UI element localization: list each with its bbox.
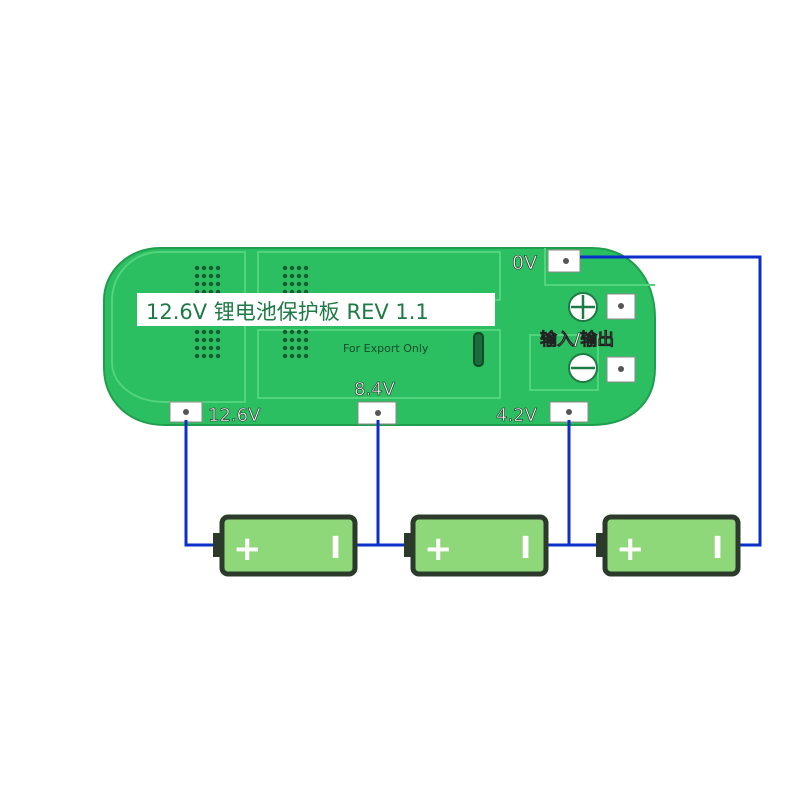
minus-terminal-symbol — [568, 353, 598, 383]
battery-1-plus: + — [233, 529, 262, 569]
via-hole — [296, 337, 302, 343]
via-hole — [194, 353, 200, 359]
via-hole — [289, 329, 295, 335]
via-hole — [282, 281, 288, 287]
via-hole — [201, 329, 207, 335]
battery-1-minus: I — [330, 531, 341, 566]
via-hole — [303, 273, 309, 279]
via-hole — [282, 273, 288, 279]
via-hole — [303, 281, 309, 287]
via-hole — [201, 265, 207, 271]
via-hole — [289, 345, 295, 351]
battery-3-minus: I — [712, 531, 723, 566]
board-trace-right — [529, 334, 599, 391]
pad-8v4-label: 8.4V — [354, 379, 396, 400]
via-hole — [303, 345, 309, 351]
via-hole — [208, 265, 214, 271]
board-notch — [544, 248, 655, 286]
via-hole — [282, 353, 288, 359]
wire-0v — [580, 255, 762, 547]
via-hole — [296, 329, 302, 335]
via-hole — [194, 265, 200, 271]
wiring — [184, 255, 762, 547]
via-hole — [194, 337, 200, 343]
via-hole — [215, 265, 221, 271]
via-hole — [194, 329, 200, 335]
pad-4v2-label: 4.2V — [496, 405, 538, 426]
via-hole — [215, 281, 221, 287]
via-hole — [303, 329, 309, 335]
via-hole — [194, 273, 200, 279]
via-hole — [208, 353, 214, 359]
board-trace-mid — [257, 251, 501, 399]
via-hole — [282, 265, 288, 271]
battery-2-minus: I — [520, 531, 531, 566]
board-subtitle: For Export Only — [343, 342, 429, 355]
board-body — [103, 247, 656, 426]
wire-12v6 — [184, 420, 218, 547]
via-hole — [201, 281, 207, 287]
via-hole — [289, 337, 295, 343]
via-hole — [201, 337, 207, 343]
via-hole — [208, 281, 214, 287]
via-hole — [296, 345, 302, 351]
via-hole — [282, 337, 288, 343]
board-title: 12.6V 锂电池保护板 REV 1.1 — [146, 300, 429, 324]
pad-12v6 — [169, 401, 203, 423]
via-hole — [289, 265, 295, 271]
via-hole — [208, 345, 214, 351]
via-hole — [201, 273, 207, 279]
battery-cell-1: + I — [213, 514, 358, 577]
io-label: 输入/输出 — [540, 329, 614, 350]
pcb-board: 12.6V 锂电池保护板 REV 1.1 For Export Only 输入/… — [103, 247, 656, 426]
via-hole — [289, 353, 295, 359]
via-hole — [194, 281, 200, 287]
battery-cell-3: + I — [596, 514, 741, 577]
pad-0v-label: 0V — [512, 252, 537, 274]
via-hole — [303, 337, 309, 343]
via-hole — [289, 273, 295, 279]
pad-12v6-label: 12.6V — [208, 405, 261, 426]
pad-plus-out — [606, 293, 636, 320]
via-hole — [215, 337, 221, 343]
board-title-label-bg — [137, 293, 495, 326]
via-hole — [282, 345, 288, 351]
battery-3-plus: + — [616, 529, 645, 569]
via-hole — [208, 273, 214, 279]
board-slot — [473, 332, 484, 367]
via-hole — [303, 265, 309, 271]
via-hole — [201, 345, 207, 351]
via-hole — [208, 329, 214, 335]
via-hole — [201, 353, 207, 359]
via-hole — [215, 273, 221, 279]
pad-4v2 — [549, 401, 589, 423]
via-hole — [215, 329, 221, 335]
via-hole — [296, 353, 302, 359]
plus-terminal-symbol — [568, 292, 598, 322]
via-hole — [194, 345, 200, 351]
pad-minus-out — [606, 356, 636, 383]
battery-cell-2: + I — [404, 514, 549, 577]
via-hole — [303, 353, 309, 359]
via-hole — [215, 353, 221, 359]
via-hole — [296, 273, 302, 279]
battery-2-plus: + — [424, 529, 453, 569]
via-hole — [296, 265, 302, 271]
via-hole — [282, 329, 288, 335]
via-hole — [215, 345, 221, 351]
pad-0v — [547, 249, 581, 273]
via-hole — [208, 337, 214, 343]
via-hole — [289, 281, 295, 287]
via-hole — [296, 281, 302, 287]
board-trace-left — [111, 251, 246, 403]
